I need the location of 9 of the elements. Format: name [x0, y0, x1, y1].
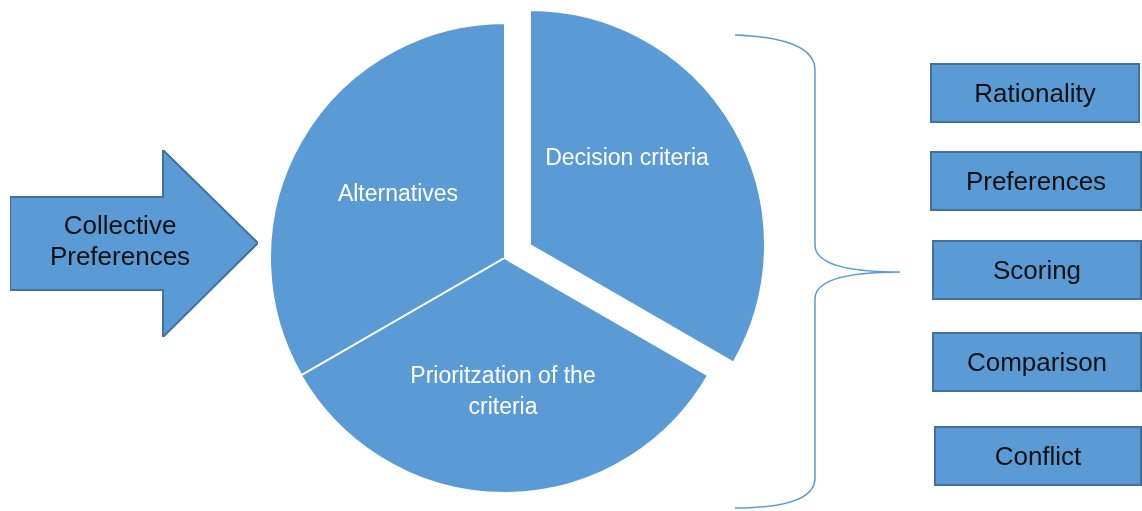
sector-label: Prioritzation of the criteria	[409, 361, 597, 421]
label-box: Conflict	[934, 426, 1142, 486]
label-box: Comparison	[932, 332, 1142, 392]
sector-label: Decision criteria	[544, 143, 710, 172]
label-box: Rationality	[930, 63, 1140, 123]
label-box: Preferences	[930, 151, 1142, 211]
label-box: Scoring	[932, 240, 1142, 300]
sector-label: Alternatives	[336, 179, 460, 208]
sector-label: Collective Preferences	[48, 210, 192, 272]
